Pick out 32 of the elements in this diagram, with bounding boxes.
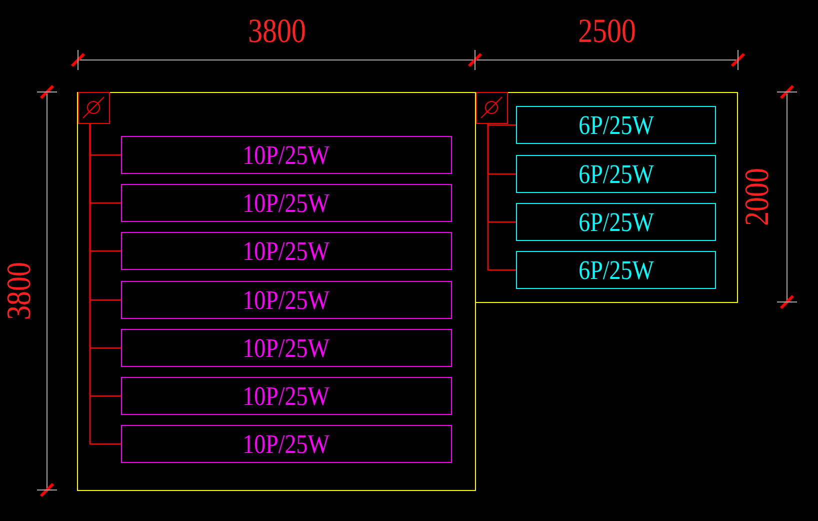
wire-line — [487, 124, 516, 271]
fixture-rating: 10P/25W — [243, 334, 330, 362]
fixture-box — [516, 106, 716, 144]
fixture-box — [516, 155, 716, 193]
room-outline — [475, 92, 738, 303]
fixture-rating: 10P/25W — [243, 190, 330, 216]
fixture-rating: 6P/25W — [578, 256, 654, 284]
fixture-rating: 10P/25W — [243, 142, 330, 168]
fixture-box — [516, 251, 716, 289]
dimension-label: 2000 — [741, 168, 775, 226]
fixture-box — [121, 184, 452, 222]
fixture-rating: 6P/25W — [578, 160, 654, 188]
distribution-panel-symbol — [78, 92, 110, 124]
fixture-box — [121, 281, 452, 319]
fixture-rating: 6P/25W — [578, 112, 654, 138]
fixture-rating: 10P/25W — [243, 238, 330, 264]
fixture-rating: 6P/25W — [578, 208, 654, 236]
fixture-box — [121, 136, 452, 174]
dimension-label: 3800 — [3, 262, 37, 320]
fixture-rating: 10P/25W — [243, 286, 330, 314]
room-outline — [77, 92, 476, 491]
fixture-box — [121, 329, 452, 367]
fixture-box — [516, 203, 716, 241]
fixture-rating: 10P/25W — [243, 382, 330, 410]
fixture-rating: 10P/25W — [243, 430, 330, 458]
fixture-box — [121, 232, 452, 270]
fixture-box — [121, 425, 452, 463]
dimension-label: 3800 — [248, 15, 306, 49]
dimension-label: 2500 — [578, 15, 636, 49]
wire-line — [487, 124, 516, 126]
distribution-panel-symbol — [476, 92, 508, 124]
fixture-box — [121, 377, 452, 415]
